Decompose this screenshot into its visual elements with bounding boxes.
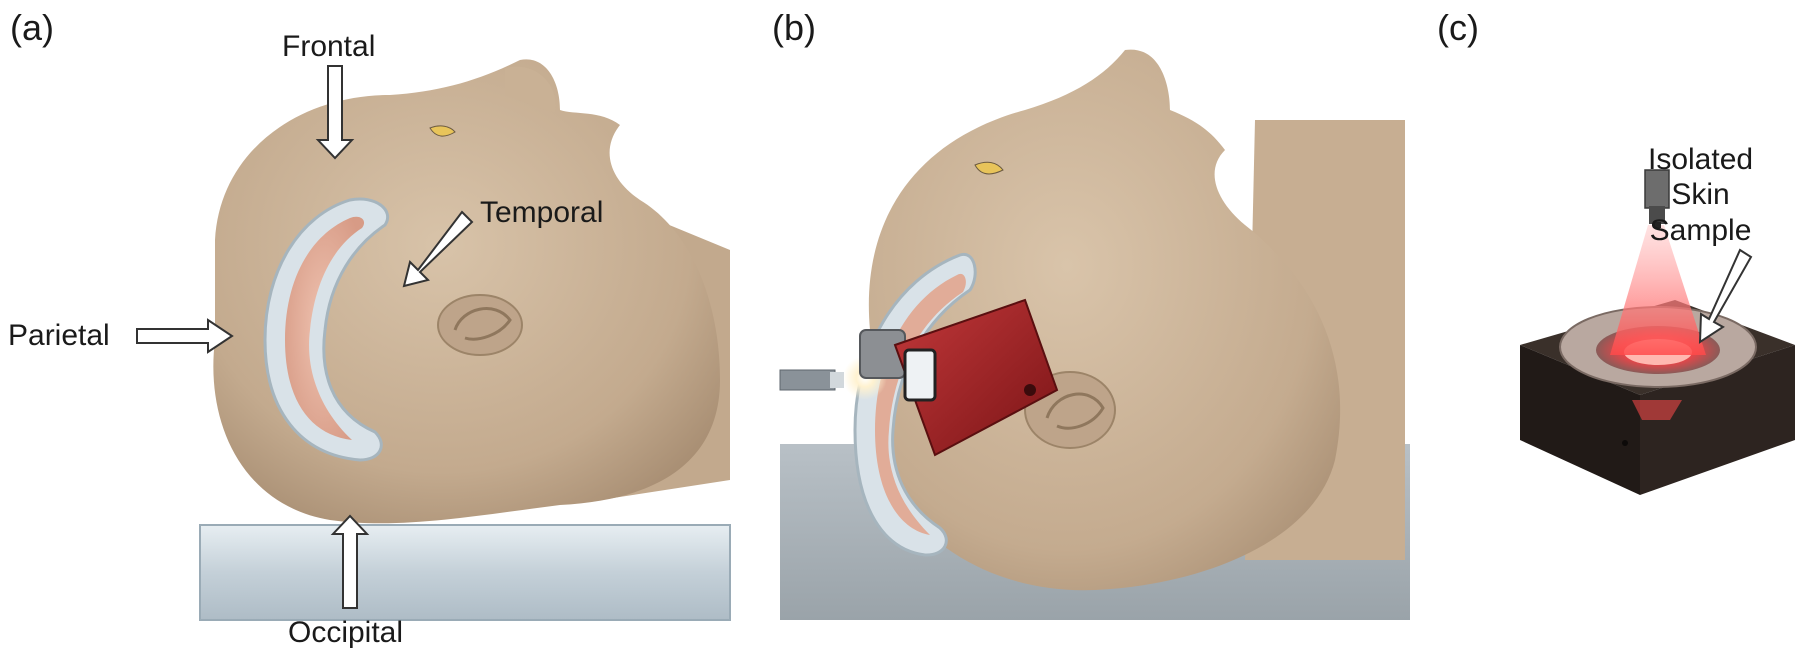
sample-label-line-2: Skin <box>1671 178 1730 212</box>
panel-b-label: (b) <box>772 7 816 48</box>
sample-arrow <box>1698 248 1753 344</box>
ear <box>437 294 523 356</box>
panel-c-illustration <box>1520 169 1795 495</box>
panel-a-illustration <box>136 59 731 621</box>
light-cone <box>1610 225 1706 355</box>
eye <box>974 161 1004 175</box>
emitter-tip <box>1644 169 1670 228</box>
panel-c-label: (c) <box>1437 7 1479 48</box>
panel-b-illustration <box>779 49 1410 620</box>
sample-label-line-3: Sample <box>1649 213 1752 247</box>
parietal-label: Parietal <box>8 319 110 352</box>
frontal-label: Frontal <box>282 30 376 63</box>
temporal-arrow <box>402 210 474 288</box>
occipital-label: Occipital <box>288 616 404 649</box>
temporal-label: Temporal <box>480 196 604 229</box>
sample-label-line-1: Isolated <box>1648 143 1754 176</box>
parietal-arrow <box>136 318 234 354</box>
exposed-tissue <box>285 216 365 440</box>
isolated-skin-sample-label: Isolated Skin Sample <box>1648 142 1753 248</box>
handheld-imaging-device <box>859 298 1059 457</box>
head-support-block <box>199 524 731 621</box>
occipital-arrow <box>330 514 370 609</box>
panel-a-label: (a) <box>10 7 54 48</box>
head <box>868 49 1341 591</box>
frontal-arrow <box>315 65 355 160</box>
eye <box>429 125 456 137</box>
